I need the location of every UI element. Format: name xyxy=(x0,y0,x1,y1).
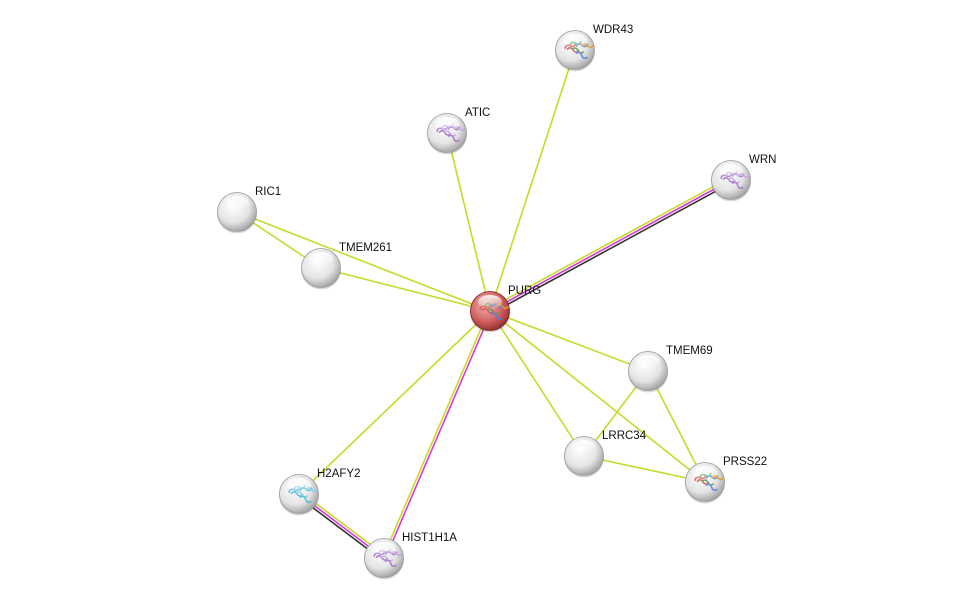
edge-line-textmining xyxy=(647,370,706,483)
node-h2afy2[interactable]: H2AFY2 xyxy=(279,468,360,516)
edge-line-textmining xyxy=(236,211,491,312)
edge-line-experiments xyxy=(384,311,492,559)
edge-line-textmining xyxy=(489,310,706,483)
node-highlight xyxy=(287,478,311,492)
edge-line-textmining xyxy=(583,455,706,483)
node-label: TMEM261 xyxy=(339,242,392,254)
edge-PURG-WDR43[interactable] xyxy=(489,49,576,312)
edge-PURG-TMEM261[interactable] xyxy=(320,267,491,312)
node-prss22[interactable]: PRSS22 xyxy=(685,456,767,504)
node-wrn[interactable]: WRN xyxy=(711,154,776,202)
edge-PURG-WRN[interactable] xyxy=(488,177,733,314)
edge-line-textmining xyxy=(488,177,731,310)
edge-line-coexpression xyxy=(490,181,733,314)
edge-TMEM69-PRSS22[interactable] xyxy=(647,370,706,483)
node-label: LRRC34 xyxy=(602,430,647,442)
edge-PURG-ATIC[interactable] xyxy=(446,132,491,312)
edge-line-experiments xyxy=(489,179,732,312)
node-label: WDR43 xyxy=(593,24,633,36)
node-label: H2AFY2 xyxy=(317,468,360,480)
node-tmem69[interactable]: TMEM69 xyxy=(628,345,713,393)
node-wdr43[interactable]: WDR43 xyxy=(555,24,633,72)
node-label: WRN xyxy=(749,154,776,166)
edge-line-textmining xyxy=(382,310,490,558)
node-label: ATIC xyxy=(465,107,490,119)
node-highlight xyxy=(719,164,743,178)
edge-PURG-LRRC34[interactable] xyxy=(489,310,585,457)
edge-line-textmining xyxy=(446,132,491,312)
edge-PURG-TMEM69[interactable] xyxy=(489,310,649,372)
node-highlight xyxy=(636,355,660,369)
node-ric1[interactable]: RIC1 xyxy=(217,186,281,234)
node-highlight xyxy=(572,440,596,454)
node-highlight xyxy=(693,466,717,480)
node-tmem261[interactable]: TMEM261 xyxy=(301,242,392,290)
node-highlight xyxy=(225,196,249,210)
node-purg[interactable]: PURG xyxy=(470,285,541,333)
edge-line-textmining xyxy=(489,310,649,372)
node-highlight xyxy=(435,117,459,131)
node-label: PURG xyxy=(508,285,541,297)
edge-PURG-HIST1H1A[interactable] xyxy=(382,310,492,559)
edge-PURG-H2AFY2[interactable] xyxy=(298,310,491,495)
edge-PURG-PRSS22[interactable] xyxy=(489,310,706,483)
node-highlight xyxy=(372,542,396,556)
node-lrrc34[interactable]: LRRC34 xyxy=(564,430,647,478)
edge-line-textmining xyxy=(489,310,585,457)
node-highlight xyxy=(478,295,502,309)
edge-line-textmining xyxy=(320,267,491,312)
node-label: TMEM69 xyxy=(666,345,713,357)
node-highlight xyxy=(563,34,587,48)
edge-PURG-RIC1[interactable] xyxy=(236,211,491,312)
node-label: HIST1H1A xyxy=(402,532,457,544)
node-label: RIC1 xyxy=(255,186,281,198)
edge-line-textmining xyxy=(489,49,576,312)
node-highlight xyxy=(309,252,333,266)
edge-line-textmining xyxy=(298,310,491,495)
node-atic[interactable]: ATIC xyxy=(427,107,490,155)
node-hist1h1a[interactable]: HIST1H1A xyxy=(364,532,457,580)
edge-LRRC34-PRSS22[interactable] xyxy=(583,455,706,483)
node-label: PRSS22 xyxy=(723,456,767,468)
